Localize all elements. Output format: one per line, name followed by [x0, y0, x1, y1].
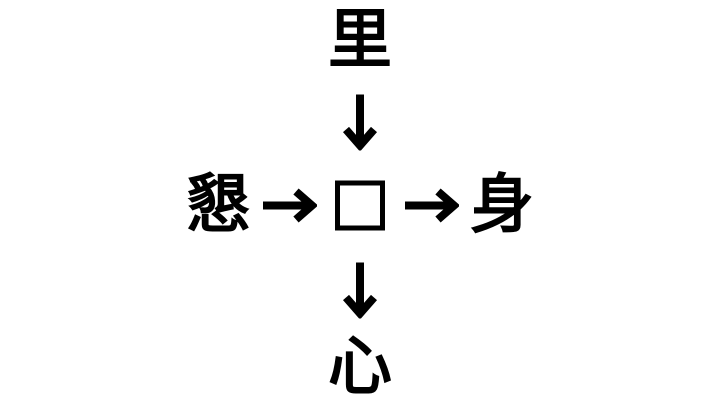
right-kanji: 身 — [470, 168, 534, 242]
right-arrow-left-icon — [261, 187, 317, 223]
bottom-kanji: 心 — [328, 330, 392, 405]
top-kanji: 里 — [328, 3, 392, 77]
puzzle-grid: 里 懇 身 心 — [183, 0, 537, 405]
down-arrow-top-icon — [342, 92, 378, 150]
down-arrow-bottom-icon — [342, 260, 378, 318]
blank-square-shape — [335, 180, 385, 230]
answer-blank-square — [335, 180, 385, 230]
left-kanji: 懇 — [186, 168, 250, 242]
right-arrow-right-icon — [403, 187, 459, 223]
